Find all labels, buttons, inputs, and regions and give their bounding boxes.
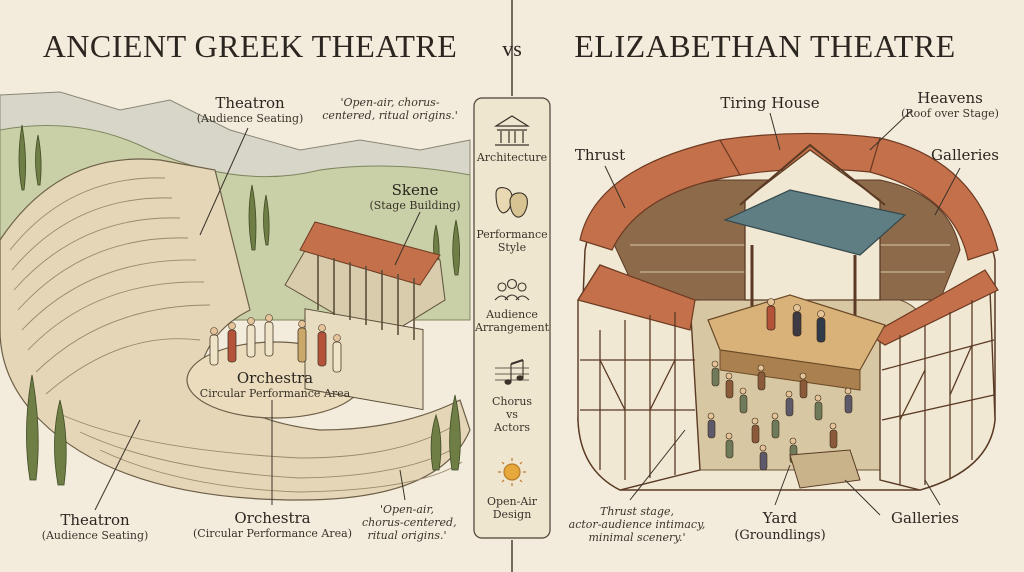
heavens-canopy: [723, 189, 907, 256]
panel-openair-label-2: Design: [492, 508, 532, 521]
front-right-roof: [868, 269, 999, 346]
panel-architecture-label: Architecture: [476, 151, 548, 164]
theatron-seating-bowl: [0, 158, 471, 501]
label-theatron-bottom-sub: (Audience Seating): [41, 529, 149, 542]
label-yard: Yard (Groundlings): [730, 510, 830, 544]
comparison-panel-frame: [473, 97, 551, 539]
note-greek-bottom-line2: chorus-centered,: [362, 516, 457, 529]
greek-leader-lines: [94, 127, 421, 511]
label-heavens: Heavens (Roof over Stage): [895, 89, 1005, 121]
label-orchestra-mid-sub: Circular Performance Area: [199, 387, 351, 400]
panel-chorus-label-2: vs: [506, 408, 518, 421]
timber-framing: [580, 300, 995, 485]
label-galleries-top: Galleries: [931, 146, 999, 164]
label-skene-name: Skene: [391, 181, 439, 199]
note-elizabethan-line1: Thrust stage,: [600, 505, 674, 518]
elizabethan-title: ELIZABETHAN THEATRE: [574, 28, 956, 64]
note-elizabethan: Thrust stage, actor-audience intimacy, m…: [567, 505, 707, 544]
label-heavens-name: Heavens: [917, 89, 983, 107]
chorus-performers: [209, 314, 342, 373]
panel-item-performance-style: Performance Style: [467, 228, 557, 254]
label-skene-sub: (Stage Building): [369, 199, 461, 212]
panel-openair-label-1: Open-Air: [486, 495, 538, 508]
cypress-trees-front: [26, 374, 461, 486]
audience-icon: [494, 278, 530, 301]
temple-icon: [493, 115, 531, 146]
panel-audience-label-1: Audience: [486, 308, 538, 321]
note-greek-top-line2: centered, ritual origins.': [322, 109, 458, 122]
label-tiring-house: Tiring House: [720, 94, 820, 112]
label-orchestra-bottom-sub: (Circular Performance Area): [193, 527, 352, 540]
greek-title: ANCIENT GREEK THEATRE: [42, 28, 458, 64]
label-orchestra-bottom-name: Orchestra: [234, 509, 311, 527]
panel-item-open-air-design: Open-Air Design: [467, 495, 557, 521]
label-theatron-top: Theatron (Audience Seating): [180, 94, 320, 126]
label-orchestra-mid-name: Orchestra: [236, 369, 314, 387]
note-greek-bottom-line3: ritual origins.': [367, 529, 447, 542]
panel-audience-label-2: Arrangement: [474, 321, 550, 334]
vs-label: vs: [502, 36, 522, 61]
note-greek-top: 'Open-air, chorus- centered, ritual orig…: [320, 96, 460, 122]
label-heavens-sub: (Roof over Stage): [901, 107, 999, 120]
label-galleries-bottom: Galleries: [891, 509, 959, 527]
note-greek-top-line1: 'Open-air, chorus-: [340, 96, 440, 109]
stage-actors: [766, 298, 826, 343]
label-theatron-top-sub: (Audience Seating): [196, 112, 304, 125]
front-right-section: [879, 289, 996, 491]
label-orchestra-mid: Orchestra Circular Performance Area: [180, 369, 370, 401]
panel-item-chorus-vs-actors: Chorus vs Actors: [467, 395, 557, 434]
label-theatron-bottom: Theatron (Audience Seating): [25, 511, 165, 543]
note-elizabethan-line3: minimal scenery.': [588, 531, 686, 544]
yard-entrance: [789, 449, 861, 489]
roof-right: [869, 137, 999, 261]
theatre-masks-icon: [495, 187, 528, 218]
elizabethan-leader-lines: [604, 109, 961, 516]
panel-item-audience-arrangement: Audience Arrangement: [467, 308, 557, 334]
music-notes-icon: [495, 359, 529, 385]
note-greek-bottom-line1: 'Open-air,: [379, 503, 435, 516]
cypress-trees-back: [18, 124, 460, 276]
label-theatron-top-name: Theatron: [215, 94, 285, 112]
note-greek-bottom: 'Open-air, chorus-centered, ritual origi…: [362, 503, 457, 542]
front-left-roof: [577, 264, 696, 331]
greek-theatre-illustration: [0, 91, 471, 511]
seating-rows: [9, 177, 463, 493]
note-elizabethan-line2: actor-audience intimacy,: [568, 518, 706, 531]
label-yard-name: Yard: [762, 509, 798, 527]
label-thrust: Thrust: [574, 146, 626, 164]
panel-chorus-label-1: Chorus: [491, 395, 533, 408]
panel-chorus-label-3: Actors: [493, 421, 531, 434]
panel-performance-label-2: Style: [497, 241, 527, 254]
panel-performance-label-1: Performance: [476, 228, 548, 241]
skene-building: [284, 221, 446, 411]
label-theatron-bottom-name: Theatron: [60, 511, 130, 529]
label-skene: Skene (Stage Building): [360, 181, 470, 213]
label-orchestra-bottom: Orchestra (Circular Performance Area): [185, 509, 360, 541]
label-yard-sub: (Groundlings): [734, 528, 826, 543]
elizabethan-theatre-illustration: [577, 109, 999, 516]
sun-icon: [498, 458, 526, 486]
panel-item-architecture: Architecture: [467, 151, 557, 164]
